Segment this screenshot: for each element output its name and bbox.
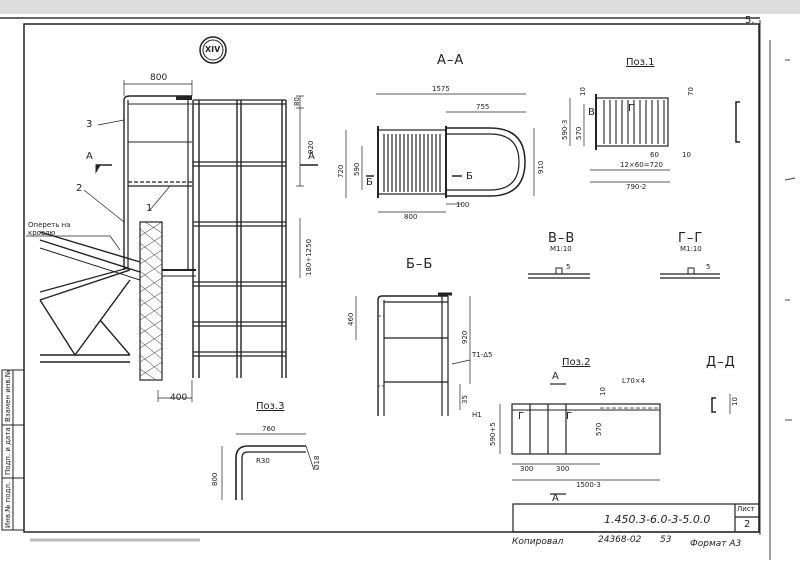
main-dim-right-top: 80 [293, 97, 301, 106]
section-vv-title: В–В [548, 231, 576, 246]
roof-label-line1: Опереть на [28, 221, 71, 229]
pos1-dim-pitch: 12×60=720 [620, 161, 663, 169]
section-dd-title: Д–Д [706, 355, 736, 370]
aa-marker-right: Б [466, 171, 473, 182]
copy-number: 24368-02 [598, 535, 642, 545]
pos1-drawing [569, 94, 740, 183]
main-dim-top: 800 [150, 73, 168, 83]
view-number-circle [199, 36, 227, 64]
pos3-dim-760: 760 [262, 425, 276, 433]
main-elevation [26, 80, 318, 402]
right-margin-marks [769, 40, 796, 560]
main-section-marker-left: А [86, 151, 93, 162]
aa-dim-800: 800 [404, 213, 418, 221]
pos2-marker-g-left: Г [518, 411, 525, 422]
pos1-title: Поз.1 [626, 57, 655, 68]
side-stamp-box [1, 369, 25, 531]
section-gg-drawing [660, 267, 720, 279]
section-aa-drawing [345, 93, 535, 213]
pos2-drawing [499, 383, 661, 495]
scan-top-edge [0, 0, 800, 14]
pos3-drawing [221, 433, 315, 500]
view-number-inner-circle [202, 39, 224, 61]
section-gg-scale: М1:10 [680, 245, 702, 253]
section-aa-title: А–А [437, 53, 465, 68]
pos1-dim-70: 70 [687, 87, 695, 96]
pos1-dim-570: 570 [575, 126, 583, 140]
circle-view-label: XIV [205, 45, 221, 54]
pos2-profile: L70×4 [622, 377, 646, 385]
pos1-dim-10b: 10 [682, 151, 691, 159]
aa-dim-755: 755 [476, 103, 490, 111]
format-label: Формат А3 [690, 539, 742, 549]
pos3-title: Поз.3 [256, 401, 285, 412]
pos2-dim-590-5: 590+5 [489, 422, 497, 446]
main-label-1: 1 [146, 203, 153, 214]
page-marker: 5. [745, 15, 755, 26]
copy-page: 53 [660, 535, 672, 545]
section-gg-dim: 5 [706, 263, 711, 271]
pos2-dim-1500: 1500-3 [576, 481, 601, 489]
main-dim-range: 180÷1250 [305, 238, 313, 276]
section-vv-drawing [528, 267, 590, 279]
aa-marker-left: Б [366, 177, 373, 188]
pos2-dim-10: 10 [599, 387, 607, 396]
roof-label-line2: кровлю [28, 229, 56, 237]
pos2-dim-300b: 300 [556, 465, 570, 473]
pos3-dim-d18: Ø18 [313, 455, 321, 470]
main-label-3: 3 [86, 119, 93, 130]
pos1-dim-590-3: 590-3 [561, 119, 569, 140]
section-dd-dim: 10 [731, 397, 739, 406]
pos2-marker-a-bottom: А [552, 493, 559, 504]
main-label-2: 2 [76, 183, 83, 194]
aa-dim-910: 910 [537, 160, 545, 174]
copied-label: Копировал [512, 537, 564, 547]
main-section-marker-right: А [308, 151, 315, 162]
pos2-marker-a-top: А [552, 371, 559, 382]
section-vv-dim: 5 [566, 263, 571, 271]
pos1-label-v: В [588, 107, 595, 118]
section-bb-drawing [355, 292, 471, 416]
bb-weld-label: Т1-Δ5 [472, 351, 493, 359]
sheet-number: 2 [744, 519, 751, 530]
side-replace-label: Взамен инв.№ [4, 370, 12, 422]
bb-dim-460: 460 [347, 312, 355, 326]
aa-dim-100: 100 [456, 201, 470, 209]
bb-dim-35: 35 [461, 395, 469, 404]
section-dd-drawing [711, 394, 731, 414]
pos2-dim-570: 570 [595, 422, 603, 436]
aa-dim-1575: 1575 [432, 85, 450, 93]
pos1-dim-60: 60 [650, 151, 659, 159]
pos3-dim-r30: R30 [256, 457, 270, 465]
side-inv-label: Инв.№ подл. [4, 481, 12, 528]
side-sign-label: Подп. и дата [4, 427, 12, 475]
section-gg-title: Г–Г [678, 231, 704, 246]
pos2-marker-g-right: Г [566, 411, 573, 422]
pos2-title: Поз.2 [562, 357, 591, 368]
main-dim-bottom: 400 [170, 393, 188, 403]
title-block [512, 503, 760, 533]
section-vv-scale: М1:10 [550, 245, 572, 253]
pos1-dim-10: 10 [579, 87, 587, 96]
sheet-label: Лист [737, 505, 755, 513]
pos1-label-g: Г [628, 103, 635, 114]
pos1-dim-790: 790-2 [626, 183, 647, 191]
aa-dim-590: 590 [353, 162, 361, 176]
bb-dim-920: 920 [461, 330, 469, 344]
bb-label-n1: Н1 [472, 411, 482, 419]
pos2-dim-300a: 300 [520, 465, 534, 473]
drawing-frame [23, 23, 760, 533]
aa-dim-720: 720 [337, 164, 345, 178]
document-code: 1.450.3-6.0-3-5.0.0 [604, 513, 711, 526]
pos3-dim-800: 800 [211, 472, 219, 486]
section-bb-title: Б–Б [406, 257, 434, 272]
